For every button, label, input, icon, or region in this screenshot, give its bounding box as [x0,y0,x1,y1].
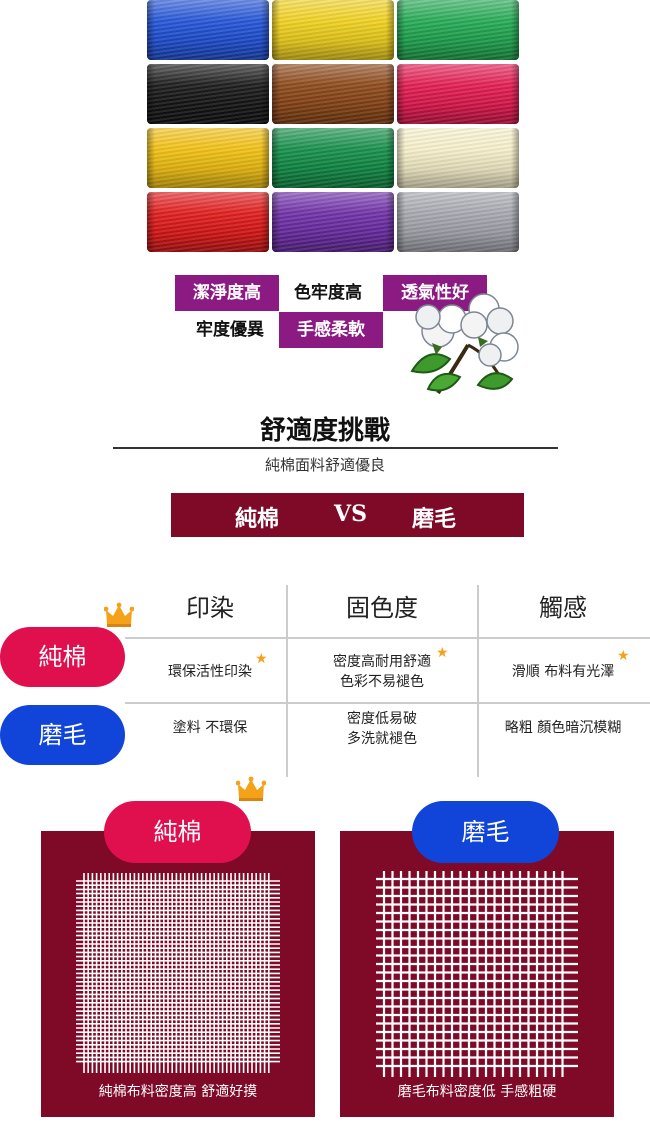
section-title: 舒適度挑戰 [259,416,390,446]
tag-strong: 牢度優異 [185,312,275,348]
table-cell: 滑順 布料有光澤 [511,664,615,680]
brushed-fabric-panel: 磨毛布料密度低 手感粗硬 [340,831,614,1117]
cotton-fabric-panel: 純棉布料密度高 舒適好摸 [41,831,315,1117]
thread-spool [272,192,394,252]
row-label-brushed: 磨毛 [0,705,125,765]
crown-icon [104,602,134,627]
star-icon: ★ [617,648,630,664]
thread-spool [397,192,519,252]
thread-spool [147,0,269,60]
title-underline [113,447,558,449]
column-header-touch: 觸感 [539,594,587,622]
row-label-cotton: 純棉 [0,627,125,687]
vs-right-label: 磨毛 [412,506,457,532]
table-divider [477,585,479,777]
section-subtitle: 純棉面料舒適優良 [264,456,385,474]
thread-spool [397,128,519,188]
table-cell: 密度高耐用舒適 色彩不易褪色 [333,654,431,690]
star-icon: ★ [436,645,449,661]
crown-icon [236,776,266,801]
thread-spool [147,192,269,252]
table-cell: 密度低易破 多洗就褪色 [347,711,417,747]
table-divider [286,585,288,777]
table-cell: 略粗 顏色暗沉模糊 [504,720,622,736]
vs-left-label: 純棉 [235,506,280,532]
thread-spools-image [147,0,520,258]
thread-spool [147,64,269,124]
table-cell: 環保活性印染 [168,664,252,680]
column-header-colorfastness: 固色度 [346,594,418,622]
cotton-plant-icon [410,293,519,395]
table-divider [125,637,650,639]
brushed-panel-caption: 磨毛布料密度低 手感粗硬 [397,1084,557,1100]
thread-spool [272,0,394,60]
thread-spool [397,0,519,60]
thread-spool [272,64,394,124]
table-cell: 塗料 不環保 [172,720,248,736]
cotton-panel-tab: 純棉 [104,801,251,863]
thread-spool [397,64,519,124]
thread-spool [147,128,269,188]
star-icon: ★ [255,651,268,667]
tag-clean: 潔淨度高 [175,275,279,311]
table-divider [125,702,650,704]
brushed-panel-tab: 磨毛 [412,801,559,863]
cotton-weave-pattern [76,873,280,1073]
thread-spool [272,128,394,188]
vs-banner: 純棉 VS 磨毛 [171,493,524,537]
tag-colorfast: 色牢度高 [283,275,373,311]
column-header-printing: 印染 [186,594,234,622]
tag-breathable: 透氣性好 [383,275,487,311]
vs-label: VS [334,501,367,527]
cotton-panel-caption: 純棉布料密度高 舒適好摸 [98,1084,258,1100]
brushed-weave-pattern [376,871,578,1077]
tag-soft: 手感柔軟 [279,312,383,348]
